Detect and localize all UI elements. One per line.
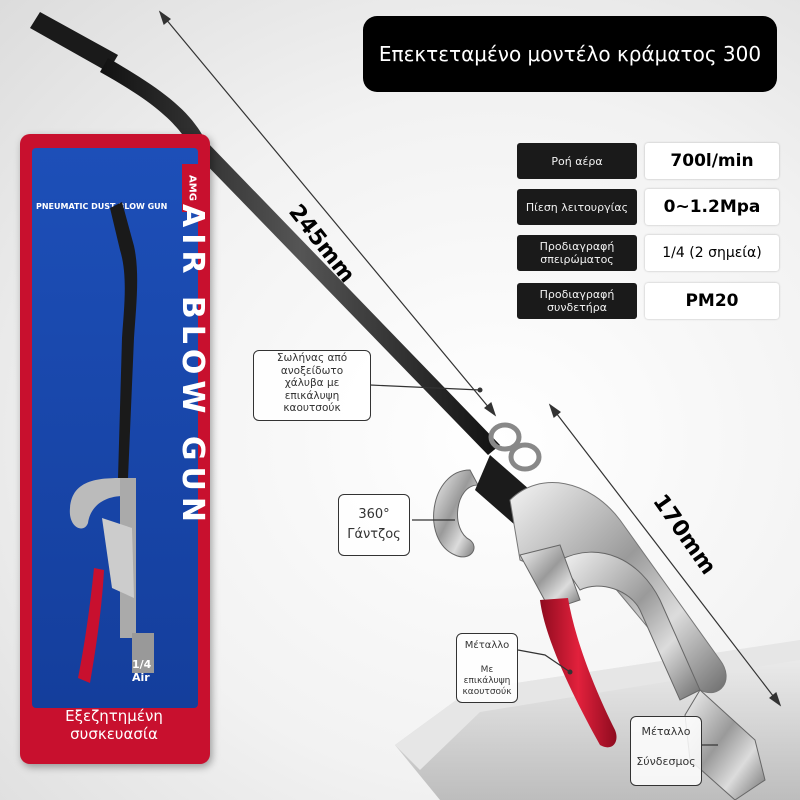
callout-hook: 360° Γάντζος [338, 494, 410, 556]
spec-row-thread: Προδιαγραφή σπειρώματος 1/4 (2 σημεία) [517, 235, 779, 271]
spec-row-coupler: Προδιαγραφή συνδετήρα PM20 [517, 283, 779, 319]
package-gun-illustration [69, 202, 154, 683]
package-blue-panel: AMG PNEUMATIC DUST BLOW GUN 1/4 Air [32, 148, 198, 708]
package-footer-line1: Εξεζητημένη [65, 707, 163, 725]
package-header: PNEUMATIC DUST BLOW GUN [36, 202, 168, 211]
product-title: Επεκτεταμένο μοντέλο κράματος 300 [378, 42, 762, 66]
spec-key: Πίεση λειτουργίας [517, 189, 637, 225]
callout-trigger: Μέταλλο Με επικάλυψη καουτσούκ [456, 633, 518, 703]
dimension-arrow-body [548, 403, 782, 707]
spec-value: PM20 [645, 283, 779, 319]
spec-row-air-flow: Ροή αέρα 700l/min [517, 143, 779, 179]
spec-value: 0~1.2Mpa [645, 189, 779, 225]
spec-value: 1/4 (2 σημεία) [645, 235, 779, 271]
package-brand: AMG [186, 175, 198, 201]
spec-key: Ροή αέρα [517, 143, 637, 179]
spec-key: Προδιαγραφή συνδετήρα [517, 283, 637, 319]
dimension-arrow-nozzle [158, 10, 497, 417]
callout-leaders [369, 384, 718, 746]
package-brand-badge: AMG [182, 164, 198, 212]
title-banner: Επεκτεταμένο μοντέλο κράματος 300 [363, 16, 777, 92]
package-card: AMG PNEUMATIC DUST BLOW GUN 1/4 Air AIR … [20, 134, 210, 764]
spec-value: 700l/min [645, 143, 779, 179]
callout-connector: Μέταλλο Σύνδεσμος [630, 716, 702, 786]
package-footer-line2: συσκευασία [70, 725, 158, 743]
package-footer: Εξεζητημένη συσκευασία [24, 707, 204, 755]
package-bottom-tag: 1/4 Air [132, 658, 152, 684]
callout-tube: Σωλήνας από ανοξείδωτο χάλυβα με επικάλυ… [253, 350, 371, 421]
package-vertical-text: AIR BLOW GUN [175, 204, 210, 528]
spec-key: Προδιαγραφή σπειρώματος [517, 235, 637, 271]
spec-row-pressure: Πίεση λειτουργίας 0~1.2Mpa [517, 189, 779, 225]
